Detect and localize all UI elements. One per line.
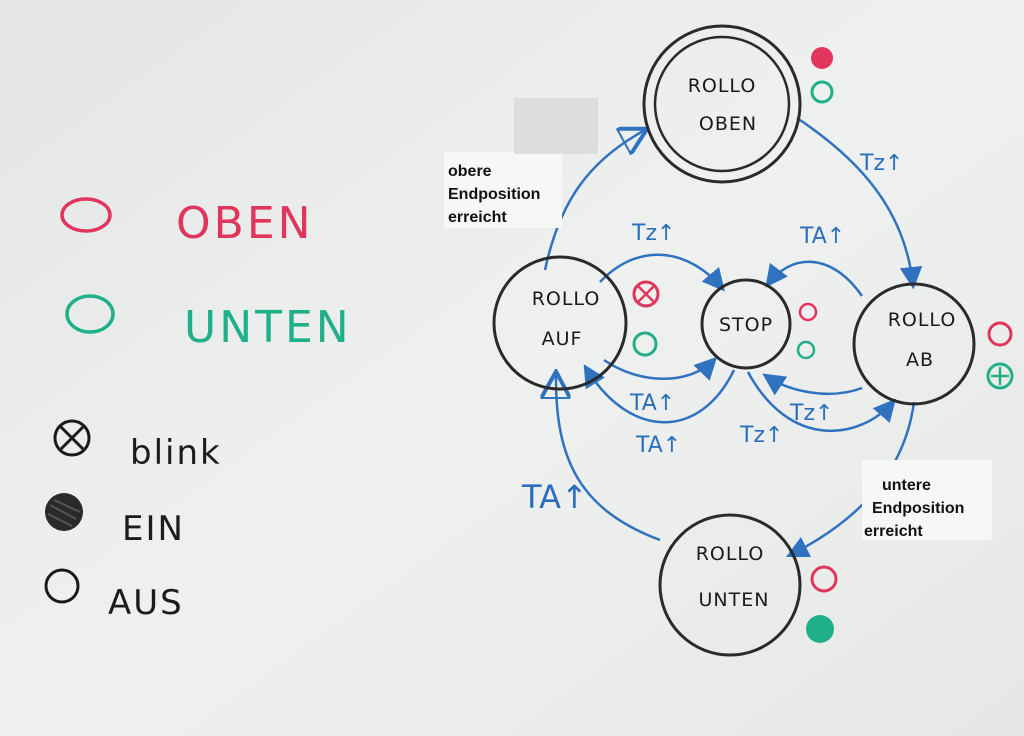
state-ab-line1: ROLLO (888, 309, 957, 331)
trigger-ab-stop-lower: Tz↑ (739, 423, 783, 448)
state-auf-line1: ROLLO (532, 288, 601, 310)
legend-blink-label: blink (130, 433, 222, 473)
arrow-auf-to-oben (543, 130, 645, 271)
state-rollo-unten: ROLLO UNTEN (658, 513, 802, 657)
arrow-stop-to-ab-lower (746, 371, 896, 433)
red-blink-lamp-icon (632, 280, 660, 308)
red-empty-lamp-icon (798, 302, 818, 322)
blink-symbol-icon (53, 419, 91, 457)
green-empty-lamp-icon (810, 80, 834, 104)
legend: OBEN UNTEN blink EIN AUS (44, 197, 352, 623)
state-stop: STOP (700, 278, 792, 370)
red-filled-lamp-icon (811, 47, 833, 69)
state-stop-label: STOP (719, 314, 773, 336)
arrow-unten-to-auf (556, 374, 661, 542)
green-empty-lamp-icon (632, 331, 658, 357)
state-oben-line1: ROLLO (688, 75, 757, 97)
arrow-auf-to-stop-lower (603, 356, 718, 381)
state-auf-line2: AUF (542, 328, 583, 350)
trigger-oben-to-ab: Tz↑ (859, 151, 903, 176)
legend-green-circle (65, 294, 115, 334)
lamps-stop (796, 302, 818, 360)
green-filled-lamp-icon (806, 615, 834, 643)
red-empty-lamp-icon (987, 321, 1013, 347)
legend-aus-label: AUS (108, 583, 184, 623)
arrow-ab-to-stop-lower (762, 373, 863, 396)
trigger-stop-to-auf: TA↑ (629, 391, 675, 416)
state-ab-line2: AB (906, 349, 934, 371)
lamps-unten (806, 565, 838, 643)
state-oben-line2: OBEN (699, 113, 757, 135)
legend-ein-label: EIN (122, 509, 185, 549)
red-empty-lamp-icon (810, 565, 838, 593)
legend-red-circle (60, 197, 112, 233)
note-lower-line2: Endposition (872, 500, 964, 517)
arrow-stop-to-auf-lower (583, 364, 736, 424)
trigger-auf-to-stop: Tz↑ (631, 221, 675, 246)
green-blink-lamp-icon (986, 362, 1014, 390)
legend-oben-label: OBEN (176, 198, 314, 249)
trigger-unten-to-auf: TA↑ (521, 478, 588, 516)
note-upper-line3: erreicht (448, 209, 507, 226)
trigger-ab-to-stop: TA↑ (799, 224, 845, 249)
note-lower-line3: erreicht (864, 523, 923, 540)
arrow-ab-to-stop-top (765, 260, 864, 297)
note-upper-line2: Endposition (448, 186, 540, 203)
green-empty-lamp-icon (796, 340, 816, 360)
note-upper-end-position: obere Endposition erreicht (444, 98, 598, 228)
state-rollo-auf: ROLLO AUF (492, 255, 628, 391)
note-lower-end-position: untere Endposition erreicht (862, 460, 992, 540)
state-rollo-ab: ROLLO AB (852, 282, 976, 406)
aus-empty-circle-icon (44, 568, 80, 604)
lamps-ab (986, 321, 1014, 390)
state-unten-line2: UNTEN (699, 589, 770, 611)
state-unten-line1: ROLLO (696, 543, 765, 565)
lamps-auf (632, 280, 660, 357)
state-rollo-oben: ROLLO OBEN (642, 24, 802, 184)
trigger-stop-to-ab: Tz↑ (789, 401, 833, 426)
ein-filled-circle-icon (45, 493, 83, 531)
arrow-oben-to-ab (796, 116, 923, 290)
arrow-auf-to-stop-top (599, 253, 725, 292)
legend-unten-label: UNTEN (184, 302, 352, 353)
lamps-oben (810, 47, 834, 104)
note-upper-line1: obere (448, 163, 492, 180)
trigger-auf-stop-lower: TA↑ (635, 433, 681, 458)
note-lower-line1: untere (882, 477, 931, 494)
